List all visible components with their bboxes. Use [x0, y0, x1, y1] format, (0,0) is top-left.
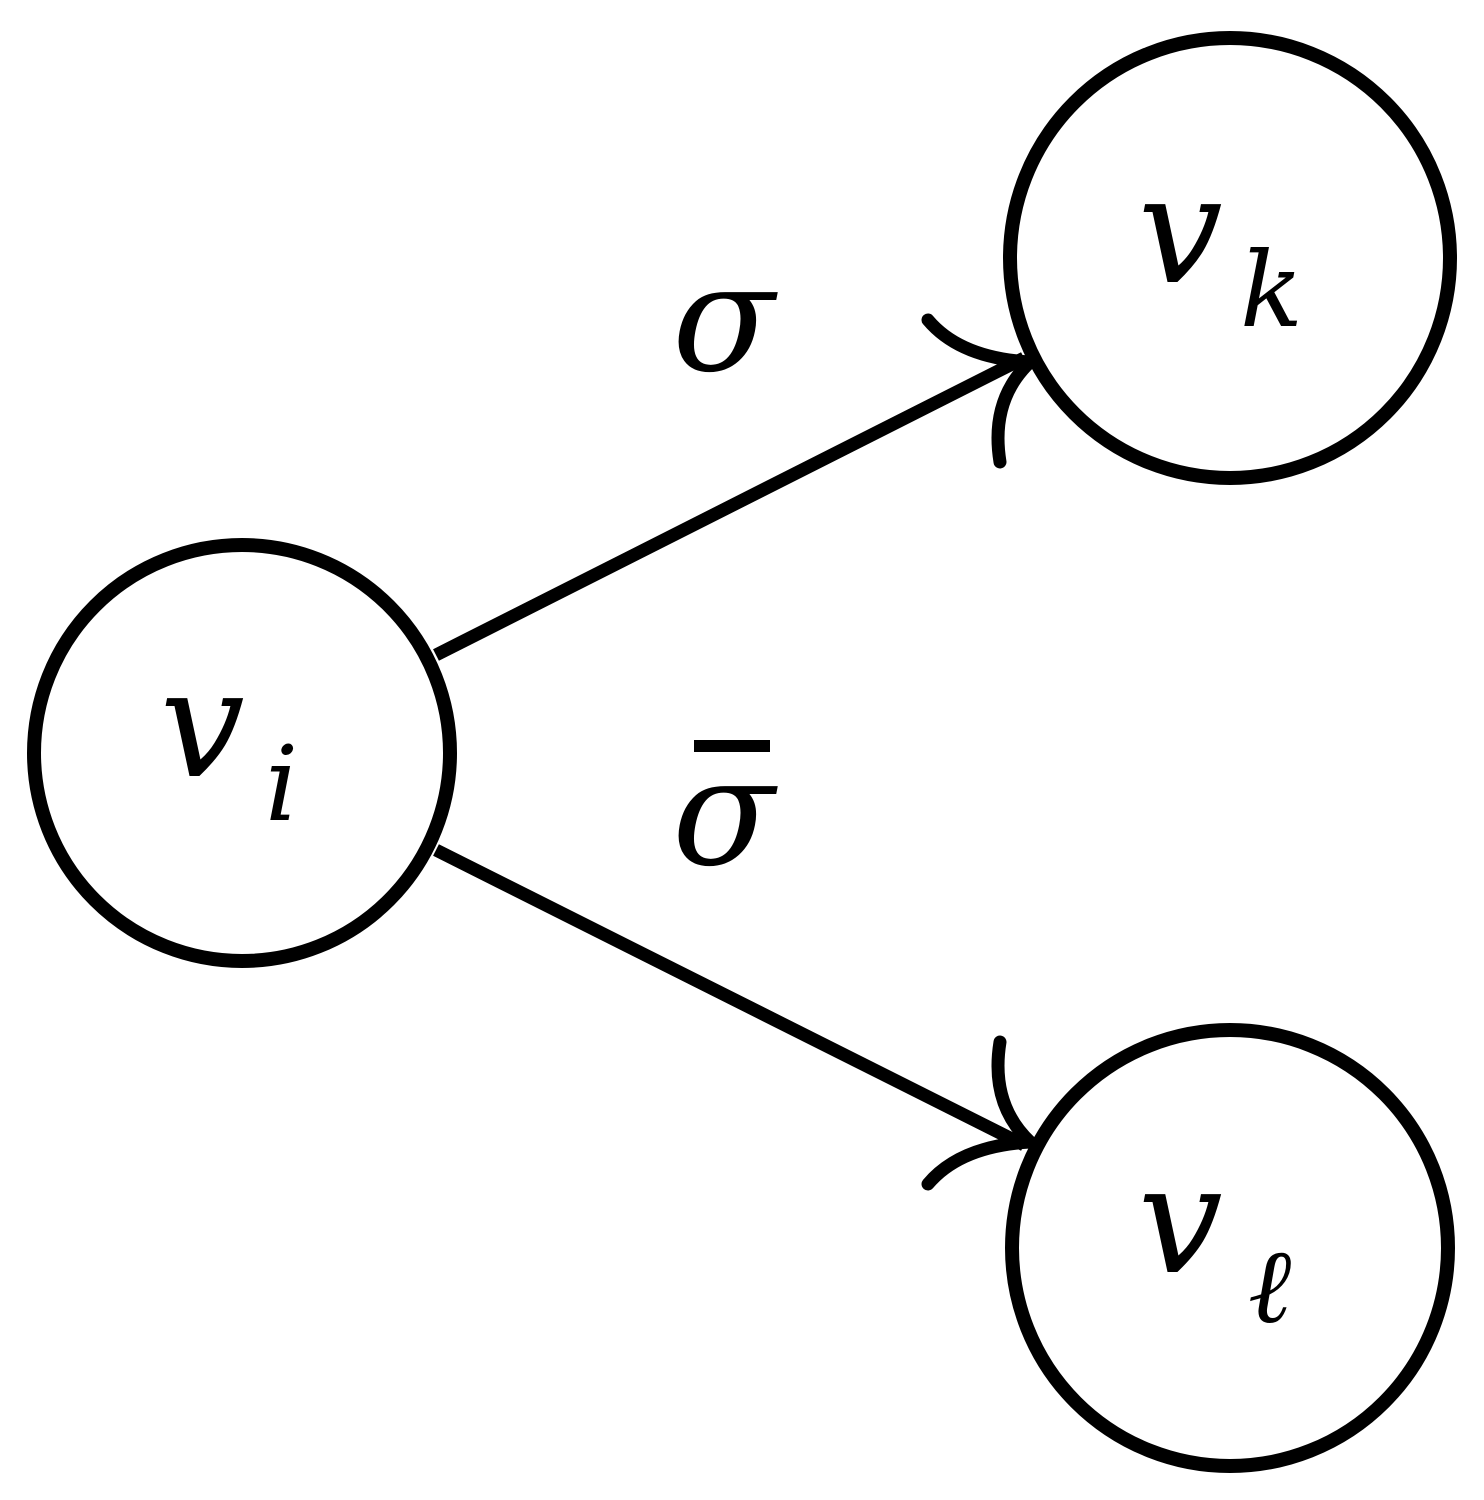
- node-vk-subscript: k: [1240, 229, 1303, 351]
- edge-line-upper: [433, 352, 1027, 661]
- node-vl-circle: [1005, 1023, 1455, 1473]
- node-vi-circle: [27, 538, 457, 968]
- edge-vi-to-vl: [433, 844, 1046, 1191]
- node-vl-subscript: ℓ: [1248, 1225, 1291, 1347]
- edge-label-upper: σ: [672, 232, 778, 406]
- edge-label-lower-group: σ: [672, 726, 778, 900]
- edge-line-lower: [433, 844, 1027, 1151]
- node-vi: v i: [27, 538, 457, 968]
- arrow-head-upper: [921, 313, 1046, 469]
- node-vl-main-label: v: [1138, 1134, 1223, 1308]
- arrow-head-lower: [921, 1035, 1046, 1191]
- node-vl: v ℓ: [1005, 1023, 1455, 1473]
- node-vi-subscript: i: [265, 723, 298, 845]
- edge-label-lower: σ: [672, 726, 778, 900]
- node-vk-main-label: v: [1138, 144, 1223, 318]
- node-vi-main-label: v: [160, 638, 245, 812]
- node-vk-circle: [1003, 31, 1457, 485]
- node-vk: v k: [1003, 31, 1457, 485]
